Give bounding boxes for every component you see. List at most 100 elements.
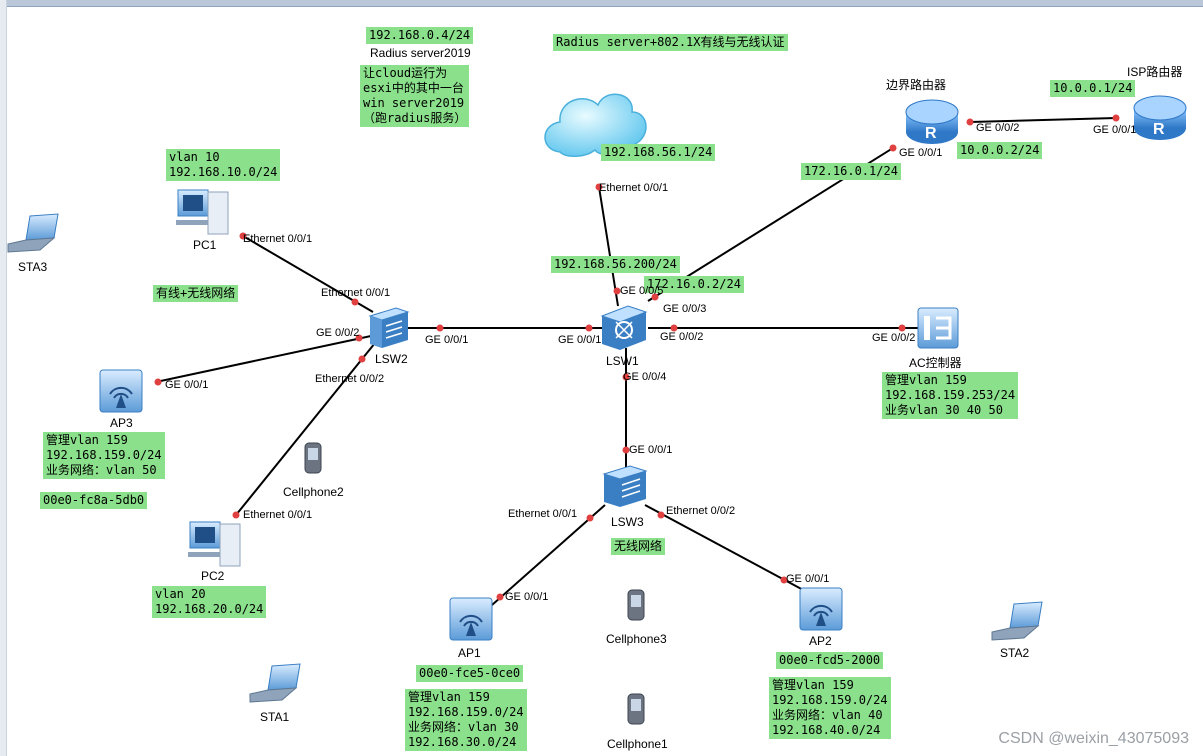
label-sta1: STA1 — [260, 710, 290, 724]
sta3-laptop-icon[interactable] — [7, 213, 59, 253]
note-lsw1-ip-56: 192.168.56.200/24 — [551, 256, 680, 273]
note-ap1: 管理vlan 159 192.168.159.0/24 业务网络：vlan 30… — [405, 689, 527, 751]
port-dot — [496, 593, 504, 601]
port-label: GE 0/0/1 — [899, 147, 943, 159]
window-left-frame — [0, 0, 7, 756]
port-dot — [898, 324, 906, 332]
label-cellphone3: Cellphone3 — [606, 632, 667, 646]
port-label: GE 0/0/5 — [620, 285, 664, 297]
port-dot — [966, 118, 974, 126]
note-ap2-mac: 00e0-fcd5-2000 — [776, 652, 884, 669]
note-ap3-mac: 00e0-fc8a-5db0 — [40, 492, 148, 509]
label-sta3: STA3 — [18, 260, 48, 274]
port-dot — [595, 183, 603, 191]
label-ap1: AP1 — [458, 646, 481, 660]
label-ap2: AP2 — [809, 634, 832, 648]
ac-controller-icon[interactable] — [917, 307, 959, 349]
border-router-icon[interactable]: R — [905, 99, 959, 144]
label-lsw1: LSW1 — [606, 354, 639, 368]
port-dot — [613, 287, 621, 295]
svg-text:R: R — [1153, 121, 1165, 138]
port-label: GE 0/0/1 — [1093, 124, 1137, 136]
ap2-icon[interactable] — [799, 587, 843, 631]
sta2-laptop-icon[interactable] — [991, 601, 1043, 641]
port-dot — [232, 511, 240, 519]
pc2-icon[interactable] — [188, 521, 241, 567]
port-label: GE 0/0/1 — [558, 334, 602, 346]
port-dot — [436, 324, 444, 332]
cellphone1-icon[interactable] — [627, 693, 645, 725]
pc1-icon[interactable] — [176, 189, 229, 235]
cloud-icon[interactable] — [544, 93, 647, 157]
note-wired-wireless: 有线+无线网络 — [153, 285, 239, 302]
label-ac: AC控制器 — [909, 356, 962, 370]
label-isp-router: ISP路由器 — [1127, 65, 1183, 79]
lsw3-switch-icon[interactable] — [602, 465, 648, 507]
port-dot — [358, 355, 366, 363]
lsw1-switch-icon[interactable] — [600, 305, 648, 350]
label-border-router: 边界路由器 — [886, 78, 947, 92]
port-dot — [1112, 114, 1120, 122]
port-dot — [780, 576, 788, 584]
link-border-isp — [969, 117, 1117, 123]
note-pc2: vlan 20 192.168.20.0/24 — [152, 586, 267, 618]
port-label: GE 0/0/4 — [623, 371, 667, 383]
port-label: GE 0/0/1 — [786, 573, 830, 585]
port-label: Ethernet 0/0/1 — [243, 233, 313, 245]
note-title: Radius server+802.1X有线与无线认证 — [553, 34, 788, 51]
port-label: GE 0/0/1 — [425, 334, 469, 346]
port-dot — [889, 144, 897, 152]
port-label: GE 0/0/2 — [872, 332, 916, 344]
port-label: GE 0/0/3 — [663, 303, 707, 315]
port-label: GE 0/0/1 — [165, 379, 209, 391]
note-border-ip-10: 10.0.0.2/24 — [957, 142, 1043, 159]
note-ap3: 管理vlan 159 192.168.159.0/24 业务网络：vlan 50 — [43, 432, 165, 479]
port-dot — [585, 324, 593, 332]
ap1-icon[interactable] — [449, 597, 493, 641]
label-lsw3: LSW3 — [611, 515, 644, 529]
port-label: GE 0/0/1 — [505, 591, 549, 603]
note-radius-ip: 192.168.0.4/24 — [366, 27, 474, 44]
port-label: GE 0/0/2 — [660, 331, 704, 343]
note-ac: 管理vlan 159 192.168.159.253/24 业务vlan 30 … — [882, 372, 1019, 419]
note-border-ip-172: 172.16.0.1/24 — [801, 163, 901, 180]
port-dot — [670, 324, 678, 332]
label-cellphone2: Cellphone2 — [283, 485, 344, 499]
note-cloud-ip: 192.168.56.1/24 — [601, 144, 716, 161]
note-isp-ip: 10.0.0.1/24 — [1050, 80, 1136, 97]
port-dot — [586, 514, 594, 522]
port-dot — [657, 511, 665, 519]
label-lsw2: LSW2 — [375, 352, 408, 366]
note-lsw1-ip-172: 172.16.0.2/24 — [644, 276, 744, 293]
label-pc1: PC1 — [193, 238, 217, 252]
link-lsw3-ap2 — [644, 504, 808, 593]
ap3-icon[interactable] — [99, 369, 143, 413]
link-ap3-lsw2 — [155, 335, 372, 383]
port-label: GE 0/0/2 — [316, 327, 360, 339]
link-pc1-lsw2 — [242, 235, 374, 313]
link-pc2-lsw2 — [235, 342, 376, 516]
lsw2-switch-icon[interactable] — [368, 307, 410, 348]
sta1-laptop-icon[interactable] — [249, 663, 301, 703]
link-lsw3-ap1 — [491, 504, 606, 606]
note-ap2: 管理vlan 159 192.168.159.0/24 业务网络：vlan 40… — [769, 677, 891, 739]
label-ap3: AP3 — [110, 416, 133, 430]
isp-router-icon[interactable]: R — [1133, 95, 1187, 140]
port-dot — [351, 298, 359, 306]
port-label: Ethernet 0/0/2 — [666, 505, 736, 517]
svg-text:R: R — [925, 125, 937, 142]
cellphone3-icon[interactable] — [627, 589, 645, 621]
window-top-frame — [0, 0, 1203, 7]
port-dots — [154, 114, 1120, 601]
note-cloud-desc: 让cloud运行为 esxi中的其中一台 win server2019 （跑ra… — [360, 65, 470, 127]
watermark: CSDN @weixin_43075093 — [998, 730, 1189, 747]
label-sta2: STA2 — [1000, 646, 1030, 660]
note-ap1-mac: 00e0-fce5-0ce0 — [416, 665, 524, 682]
link-cloud-lsw1 — [598, 186, 619, 307]
port-dot — [154, 378, 162, 386]
port-dot — [651, 293, 659, 301]
port-label: Ethernet 0/0/1 — [599, 182, 669, 194]
cellphone2-icon[interactable] — [304, 442, 322, 474]
label-pc2: PC2 — [201, 569, 225, 583]
